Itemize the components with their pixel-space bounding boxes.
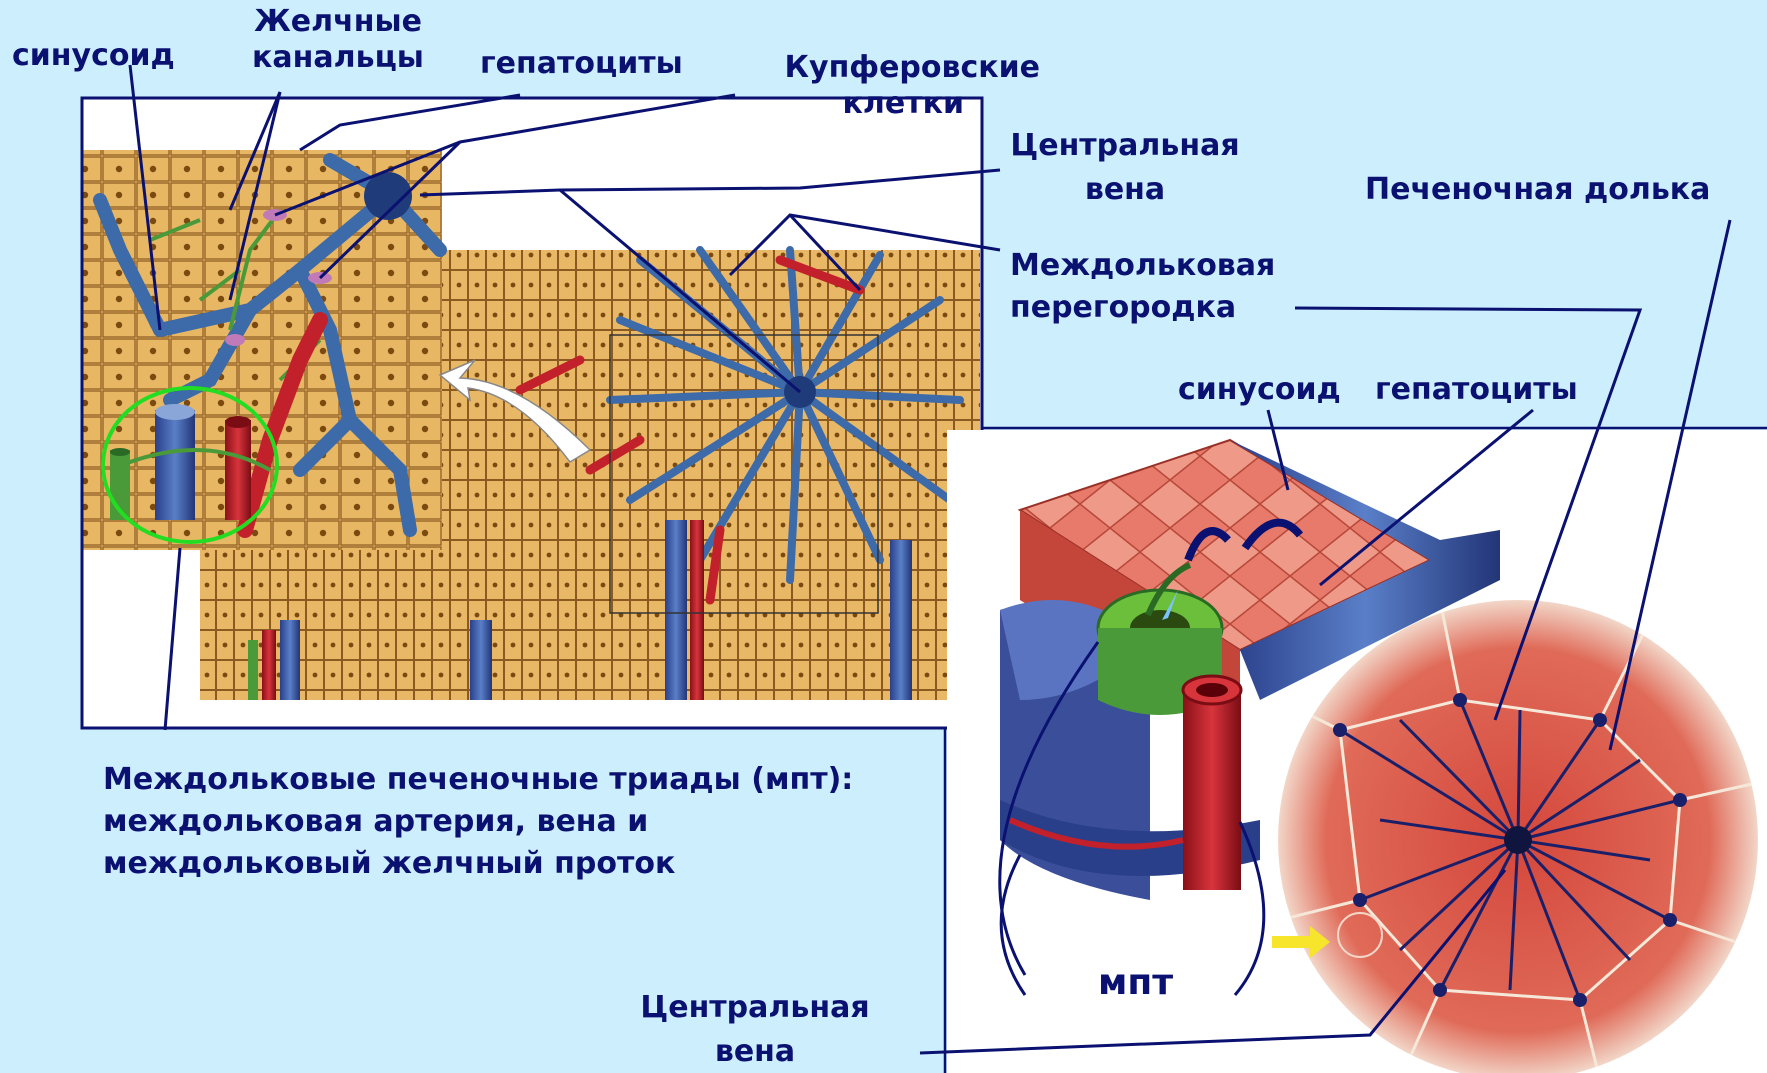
label-central-vein-top-line1: Центральная [990,128,1260,164]
label-interlobular-septum: Междольковая перегородка [1010,248,1275,326]
label-hepatocytes-right: гепатоциты [1375,372,1578,408]
label-sinusoid-top: синусоид [12,38,175,74]
label-kupffer-line2: клетки [740,86,1040,122]
label-kupffer-line1: Купферовские [740,50,1040,86]
label-bile-canaliculi-line1: Желчные [228,4,448,40]
label-triads-line2: междольковая артерия, вена и [103,804,853,840]
label-triads-line3: междольковый желчный проток [103,846,853,882]
label-central-vein-top-line2: вена [990,172,1260,208]
label-central-vein-bottom: Центральная вена [625,990,885,1070]
label-septum-line1: Междольковая [1010,248,1275,284]
label-kupffer-cells: Купферовские клетки [740,50,1040,122]
label-central-vein-bottom-line1: Центральная [625,990,885,1026]
label-hepatic-lobule: Печеночная долька [1365,172,1710,208]
label-mpt: мпт [1098,965,1173,1001]
label-central-vein-bottom-line2: вена [625,1034,885,1070]
label-portal-triads: Междольковые печеночные триады (мпт): ме… [103,762,853,882]
label-triads-line1: Междольковые печеночные триады (мпт): [103,762,853,798]
label-central-vein-top: Центральная вена [990,128,1260,208]
label-hepatocytes-top: гепатоциты [480,46,683,82]
label-septum-line2: перегородка [1010,290,1275,326]
label-bile-canaliculi: Желчные канальцы [228,4,448,76]
label-bile-canaliculi-line2: канальцы [228,40,448,76]
label-sinusoid-right: синусоид [1178,372,1341,408]
